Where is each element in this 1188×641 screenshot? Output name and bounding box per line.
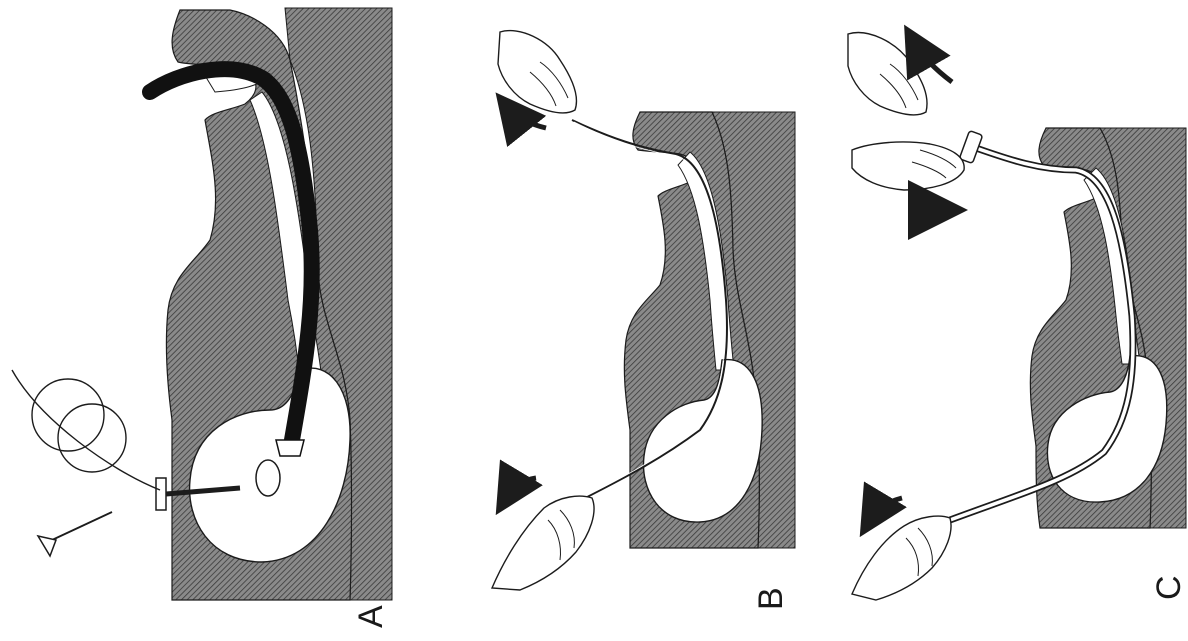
panel-c: C	[848, 33, 1188, 600]
panel-c-lower-hand	[852, 516, 951, 600]
panel-label-a: A	[352, 605, 390, 628]
panel-c-tube-bumper	[959, 131, 982, 164]
panel-b-upper-hand	[498, 31, 577, 113]
panel-a-guidewire-coil-2	[58, 404, 126, 472]
panel-b-lower-arrow	[506, 478, 536, 498]
panel-label-c: C	[1150, 575, 1188, 600]
panel-c-upper-arrow	[914, 42, 952, 82]
panel-a-endoscope-tip	[276, 440, 304, 456]
panel-b: B	[492, 31, 795, 610]
panel-b-lower-hand	[492, 496, 594, 590]
panel-a-needle	[52, 512, 112, 540]
panel-a-guidewire-coil-1	[32, 379, 104, 451]
panel-c-lower-arrow	[870, 498, 902, 520]
panel-b-upper-arrow	[508, 108, 546, 128]
panel-a-needle-hub	[38, 536, 56, 556]
panel-a: A	[12, 8, 392, 628]
panel-a-cannula-hub	[156, 478, 166, 510]
panel-c-middle-hand	[852, 142, 964, 190]
panel-label-b: B	[752, 587, 790, 610]
